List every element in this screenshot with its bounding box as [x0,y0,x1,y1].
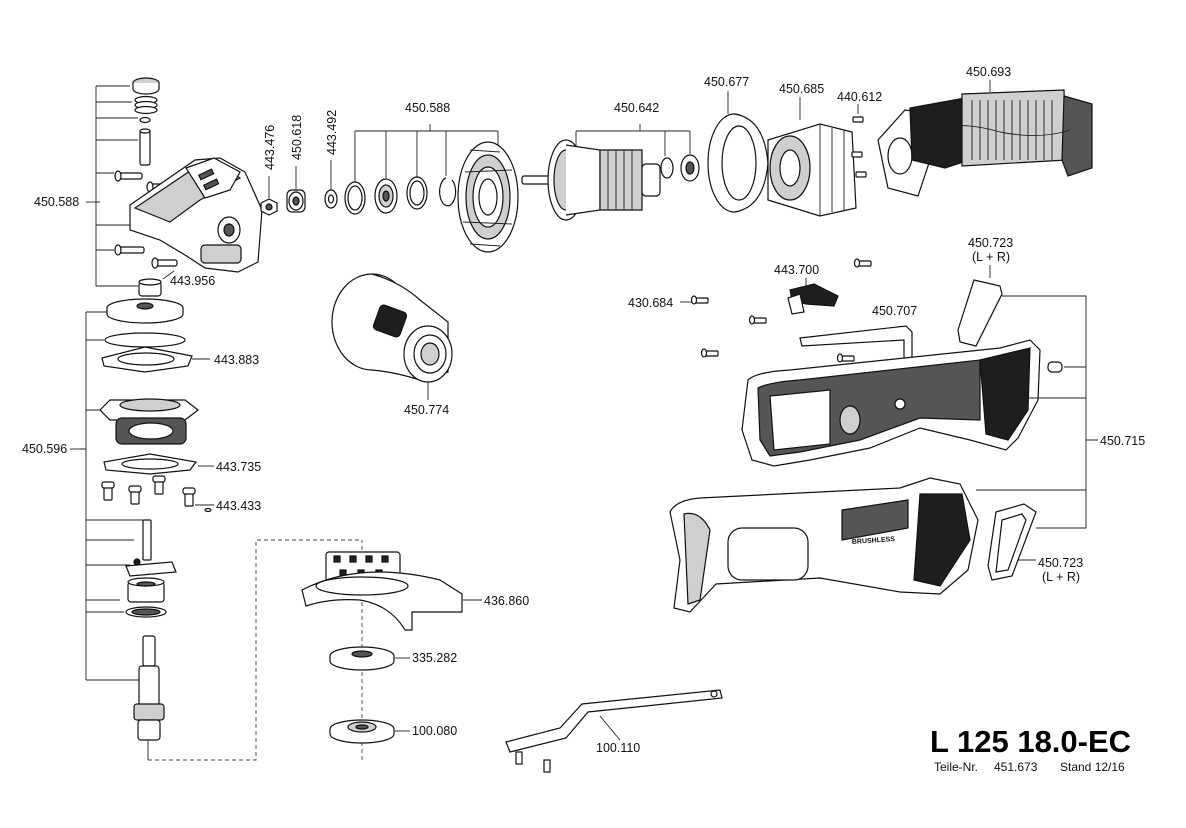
leader-lines-450588-left [86,85,175,287]
part-450618 [286,166,306,213]
label-450588-top: 450.588 [405,101,450,115]
part-100080-clamping-nut [329,719,410,744]
label-450588-left: 450.588 [34,195,79,209]
label-443700: 443.700 [774,263,819,277]
label-450723-bottom: 450.723 [1038,556,1083,570]
part-450642-armature [521,124,700,221]
label-450618: 450.618 [290,115,304,160]
part-450685-stator [767,97,857,217]
label-443735: 443.735 [216,460,261,474]
part-440612-screws [851,104,867,178]
part-450707-bar [799,325,913,361]
teile-label: Teile-Nr. [934,760,978,774]
label-450707: 450.707 [872,304,917,318]
part-labels: 450.588 443.476 450.618 443.492 450.588 … [22,65,1145,755]
part-450723-top-clip [957,265,1003,347]
stand-label: Stand 12/16 [1060,760,1125,774]
label-450642: 450.642 [614,101,659,115]
label-450677: 450.677 [704,75,749,89]
label-440612: 440.612 [837,90,882,104]
spindle-stack [70,298,214,741]
model-title: L 125 18.0-EC [930,724,1131,759]
part-450715-housing-outer: BRUSHLESS [669,477,979,613]
label-450715: 450.715 [1100,434,1145,448]
label-443883: 443.883 [214,353,259,367]
teile-number: 451.673 [994,760,1038,774]
label-450723-top-lr: (L + R) [972,250,1010,264]
label-436860: 436.860 [484,594,529,608]
label-100110: 100.110 [596,741,640,755]
part-450723-bottom-clip [987,503,1037,581]
part-450588-top-group [344,124,519,253]
part-450774-guard [331,273,453,400]
label-443433: 443.433 [216,499,261,513]
label-430684: 430.684 [628,296,673,310]
part-450715-housing-half [741,339,1041,467]
label-443476: 443.476 [263,125,277,170]
label-443956: 443.956 [170,274,215,288]
part-100110-spanner [505,689,723,773]
label-335282: 335.282 [412,651,457,665]
label-450596: 450.596 [22,442,67,456]
part-450677-cover [707,91,769,213]
leader-lines-right [976,295,1098,561]
gear-head-assembly [114,77,263,297]
part-443700-switch [787,278,839,315]
label-443492: 443.492 [325,110,339,155]
label-450723-bottom-lr: (L + R) [1042,570,1080,584]
part-443492 [324,160,338,209]
part-450693-electronics [877,80,1093,197]
small-screws-right [680,258,1086,373]
part-436860-wheel-guard [301,551,482,631]
label-100080: 100.080 [412,724,457,738]
part-335282-flange [329,646,410,671]
label-450693: 450.693 [966,65,1011,79]
title-block: L 125 18.0-EC Teile-Nr. 451.673 Stand 12… [930,724,1131,774]
part-443476 [260,176,278,216]
label-450723-top: 450.723 [968,236,1013,250]
label-450685: 450.685 [779,82,824,96]
label-450774: 450.774 [404,403,449,417]
brushless-logo-text: BRUSHLESS [852,536,896,546]
